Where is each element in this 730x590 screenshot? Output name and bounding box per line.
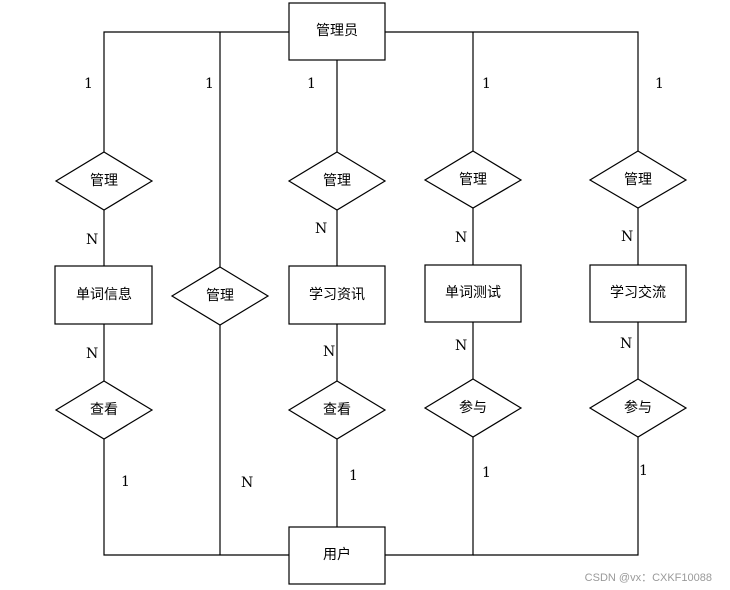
card-word-info-view-n: N [86,346,98,362]
card-admin-word-info: 1 [84,76,93,92]
entity-word-info-label: 单词信息 [76,286,132,303]
card-study-news-view-n: N [323,344,335,360]
card-admin-study-news: 1 [307,76,316,92]
entity-admin: 管理员 [288,2,386,61]
relation-manage-word-test: 管理 [423,150,523,209]
relation-join-word-test: 参与 [423,378,523,438]
card-user-join-word-test: 1 [482,465,491,481]
relation-view-word-info: 查看 [54,380,154,440]
relation-view-word-info-label: 查看 [90,402,118,418]
entity-user: 用户 [288,526,386,585]
relation-manage-word-test-label: 管理 [459,172,487,188]
card-admin-study-exchange: 1 [655,76,664,92]
relation-manage-word-info-label: 管理 [90,173,118,189]
relation-join-word-test-label: 参与 [459,399,487,416]
entity-admin-label: 管理员 [316,23,358,39]
line-admin-study-exchange [385,31,639,180]
line-view-user [103,438,289,556]
entity-word-info: 单词信息 [54,265,153,325]
relation-manage-study-news-label: 管理 [323,173,351,189]
relation-manage-study-news: 管理 [287,151,387,211]
card-user-view-study-news: 1 [349,468,358,484]
entity-study-news-label: 学习资讯 [309,287,365,303]
card-user-join-study-exchange: 1 [639,463,648,479]
entity-word-test-label: 单词测试 [445,285,501,301]
card-user-view-word-info: 1 [121,474,130,490]
card-study-exchange-join-n: N [620,336,632,352]
line-join-test-user [385,436,474,556]
relation-manage-word-info: 管理 [54,151,154,211]
card-user-manage-n: N [241,475,253,491]
entity-word-test: 单词测试 [424,264,522,323]
entity-user-label: 用户 [323,546,351,563]
cardinality-labels: 1 1 1 1 1 N N N N N N N N 1 N 1 1 1 [84,76,664,491]
entity-study-news: 学习资讯 [288,265,386,325]
relation-view-study-news-label: 查看 [323,402,351,418]
line-admin-word-info [103,31,289,181]
card-manage-study-exchange-n: N [621,229,633,245]
relation-manage-study-exchange: 管理 [588,150,688,209]
entity-study-exchange: 学习交流 [589,264,687,323]
entity-study-exchange-label: 学习交流 [610,284,666,301]
card-manage-word-test-n: N [455,230,467,246]
card-admin-user: 1 [205,76,214,92]
relation-join-study-exchange: 参与 [588,378,688,438]
card-admin-word-test: 1 [482,76,491,92]
card-manage-study-news-n: N [315,221,327,237]
relation-view-study-news: 查看 [287,380,387,440]
card-manage-word-info-n: N [86,232,98,248]
connector-lines [103,31,639,556]
relation-manage-user-label: 管理 [206,288,234,304]
relation-manage-study-exchange-label: 管理 [624,172,652,188]
card-word-test-join-n: N [455,338,467,354]
watermark-text: CSDN @vx：CXKF10088 [585,572,712,584]
relation-join-study-exchange-label: 参与 [624,399,652,416]
relation-manage-user: 管理 [170,266,270,326]
line-join-exchange-user [473,436,639,556]
